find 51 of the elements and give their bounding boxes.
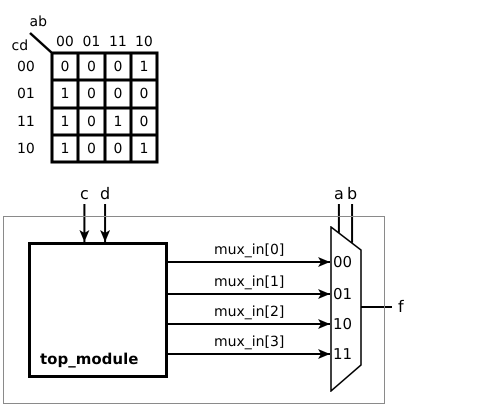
k-map-cell-value: 1 <box>140 58 148 74</box>
edge-label: mux_in[3] <box>214 334 284 350</box>
module-boundary <box>3 216 385 404</box>
row-header: 10 <box>17 140 35 156</box>
module-block <box>28 242 168 378</box>
row-header: 00 <box>17 58 35 74</box>
k-map-cell-value: 0 <box>114 140 122 156</box>
k-map-cell-value: 1 <box>114 114 122 130</box>
k-map-cell-value: 1 <box>140 140 148 156</box>
axis-label: ab <box>30 14 47 30</box>
column-header: 00 <box>56 34 74 50</box>
wire <box>361 306 392 308</box>
column-header: 11 <box>109 34 127 50</box>
edge-label: mux_in[1] <box>214 274 284 290</box>
arrow <box>168 257 330 267</box>
input-label: 01 <box>333 286 352 302</box>
input-label: c <box>80 186 89 202</box>
input-label: d <box>100 186 110 202</box>
select-label: a <box>334 186 344 202</box>
k-map-cell-value: 0 <box>87 114 96 130</box>
k-map-cell-value: 0 <box>87 86 96 102</box>
select-label: b <box>347 186 358 202</box>
output-label: f <box>398 299 404 315</box>
input-label: 10 <box>333 316 352 332</box>
edge-label: mux_in[2] <box>214 304 284 320</box>
k-map-cell-value: 1 <box>60 114 70 130</box>
arrow <box>168 349 330 359</box>
k-map-cell-value: 0 <box>60 58 70 74</box>
arrow <box>168 289 330 299</box>
input-label: 11 <box>333 346 352 362</box>
k-map-cell-value: 1 <box>60 86 70 102</box>
input-label: 00 <box>333 254 352 270</box>
wire <box>351 204 354 243</box>
arrow <box>100 204 110 242</box>
column-header: 01 <box>82 34 100 50</box>
k-map-cell-value: 0 <box>87 140 96 156</box>
row-header: 01 <box>17 86 35 102</box>
k-map-cell-value: 0 <box>114 58 122 74</box>
k-map-cell-value: 0 <box>87 58 96 74</box>
arrow <box>168 319 330 329</box>
k-map-cell-value: 0 <box>140 114 148 130</box>
column-header: 10 <box>135 34 153 50</box>
k-map-cell-value: 0 <box>114 86 122 102</box>
row-header: 11 <box>17 114 35 130</box>
module-name: top_module <box>40 351 138 367</box>
k-map-cell-value: 1 <box>60 140 70 156</box>
wire <box>338 204 340 233</box>
arrow <box>79 204 90 242</box>
edge-label: mux_in[0] <box>214 242 284 258</box>
axis-label: cd <box>12 38 28 54</box>
k-map-cell-value: 0 <box>140 86 148 102</box>
